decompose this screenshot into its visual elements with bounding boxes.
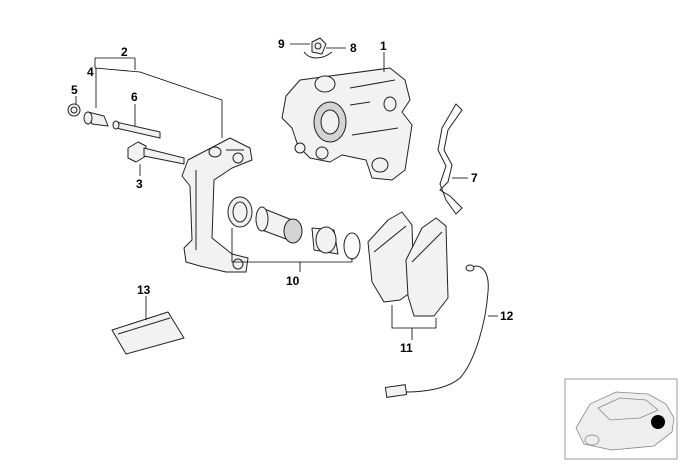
callout-11: 11 xyxy=(400,341,413,355)
callout-5: 5 xyxy=(71,83,78,97)
dust-cap[interactable] xyxy=(67,103,81,117)
bleeder-clip[interactable] xyxy=(303,37,333,59)
callout-labels: 1 2 3 4 5 6 7 8 9 10 11 12 13 xyxy=(71,37,514,355)
caliper-carrier-bracket[interactable] xyxy=(181,137,253,273)
callout-3: 3 xyxy=(136,177,143,191)
callout-leaders xyxy=(75,43,498,340)
piston-boot[interactable] xyxy=(311,226,339,255)
callout-13: 13 xyxy=(137,283,151,297)
carrier-bolt[interactable] xyxy=(127,141,185,165)
brake-wear-sensor[interactable] xyxy=(384,264,489,398)
callout-10: 10 xyxy=(286,274,300,288)
callout-4: 4 xyxy=(87,65,94,79)
guide-sleeve[interactable] xyxy=(83,111,109,127)
callout-1: 1 xyxy=(380,39,387,53)
vehicle-locator-inset xyxy=(564,378,678,460)
callout-8: 8 xyxy=(350,41,357,55)
grease-packet[interactable] xyxy=(111,311,185,355)
guide-pin[interactable] xyxy=(112,120,161,139)
wheel-location-marker xyxy=(651,415,665,429)
callout-6: 6 xyxy=(131,90,138,104)
retaining-ring[interactable] xyxy=(343,232,361,260)
anti-rattle-spring[interactable] xyxy=(437,103,463,215)
brake-piston[interactable] xyxy=(255,206,303,244)
callout-7: 7 xyxy=(471,171,478,185)
callout-9: 9 xyxy=(278,37,285,51)
brake-caliper-housing[interactable] xyxy=(281,67,413,181)
callout-2: 2 xyxy=(121,45,128,59)
callout-12: 12 xyxy=(500,309,514,323)
brake-pad-outer[interactable] xyxy=(405,217,449,317)
piston-seal-ring[interactable] xyxy=(227,196,253,228)
